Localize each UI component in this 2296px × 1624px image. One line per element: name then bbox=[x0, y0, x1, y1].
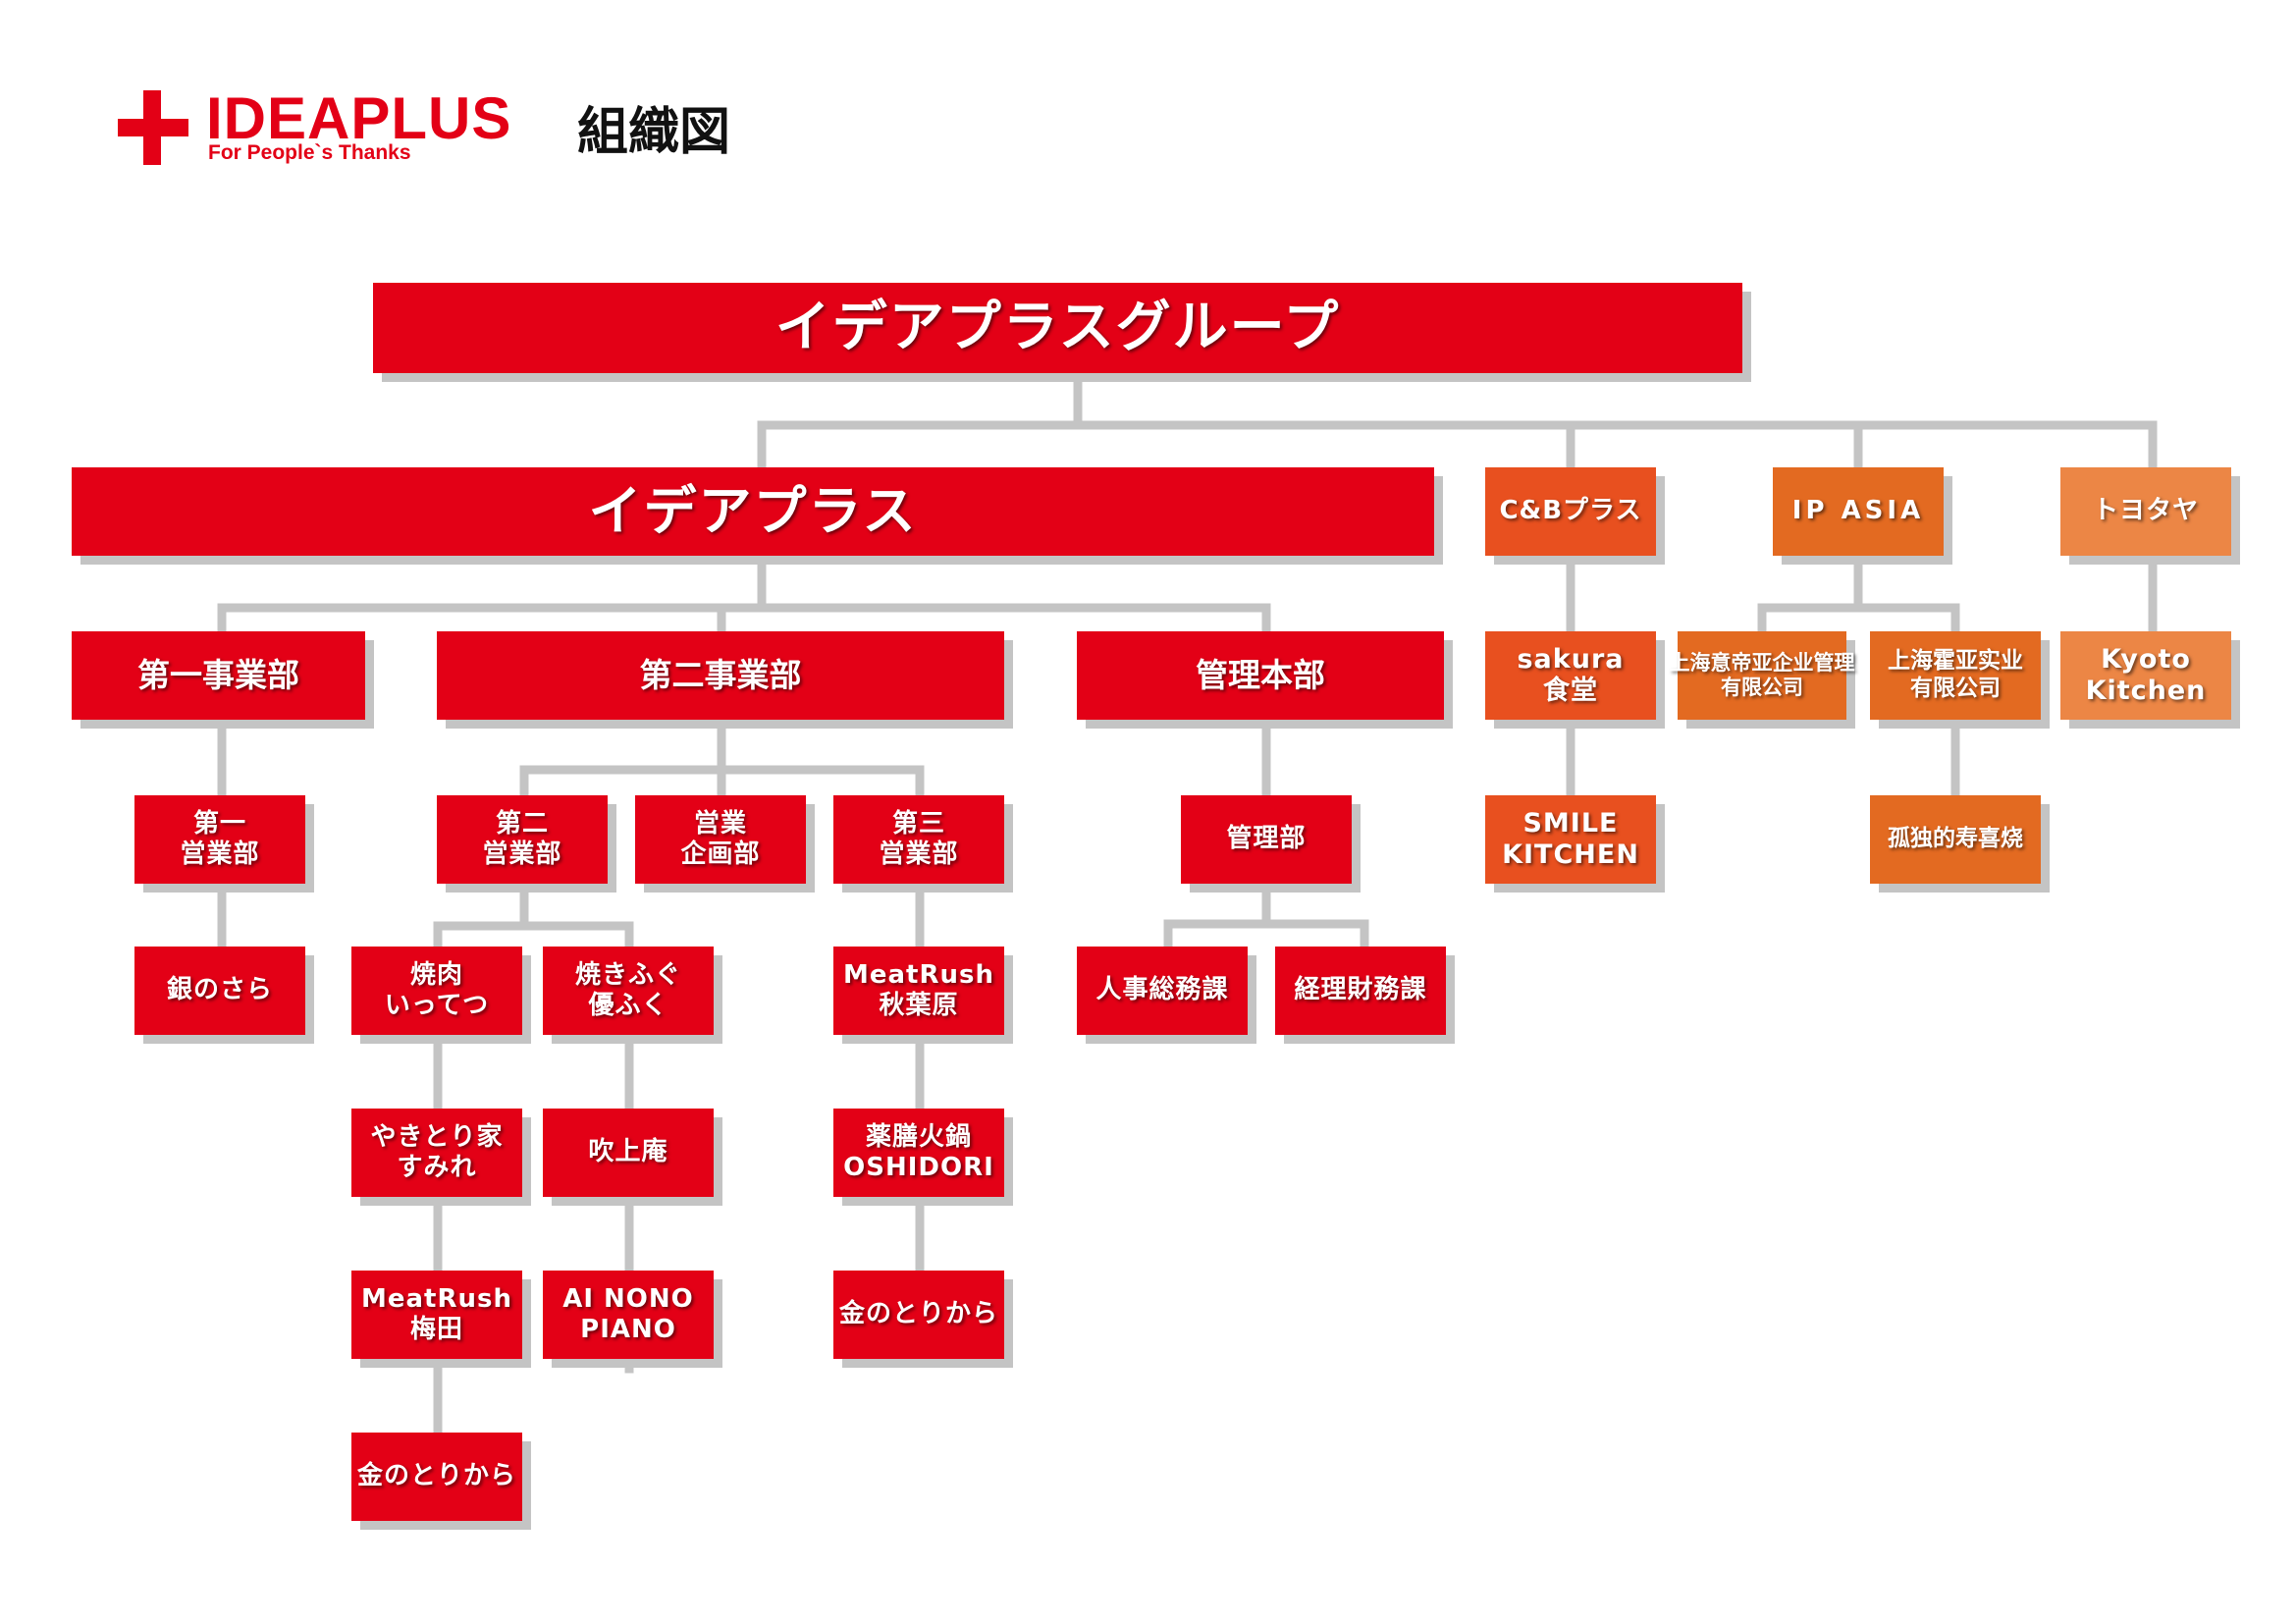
org-label: 有限公司 bbox=[1910, 676, 2001, 701]
org-label: SMILE bbox=[1522, 807, 1619, 839]
org-box-accounting-finance: 経理財務課 bbox=[1275, 947, 1446, 1035]
org-label: 上海霍亚实业 bbox=[1888, 648, 2023, 675]
org-label: Kitchen bbox=[2085, 676, 2207, 706]
org-box-admin-hq: 管理本部 bbox=[1077, 631, 1444, 720]
org-label: 人事総務課 bbox=[1095, 975, 1229, 1005]
org-box-ideaplus: イデアプラス bbox=[72, 467, 1434, 556]
org-label: 第一事業部 bbox=[137, 656, 299, 695]
org-box-shanghai-yidi: 上海意帝亚企业管理 有限公司 bbox=[1670, 631, 1855, 720]
org-box-yakitori-sumire: やきとり家 すみれ bbox=[351, 1109, 522, 1197]
org-box-admin-dept: 管理部 bbox=[1181, 795, 1352, 884]
org-label: MeatRush bbox=[843, 959, 994, 990]
org-box-kin-no-torikara: 金のとりから bbox=[833, 1271, 1004, 1359]
org-box-smile-kitchen: SMILE KITCHEN bbox=[1485, 795, 1656, 884]
org-label: 孤独的寿喜烧 bbox=[1888, 826, 2023, 852]
org-label: 焼肉 bbox=[409, 959, 463, 990]
org-label: 営業部 bbox=[482, 839, 562, 869]
org-label: 薬膳火鍋 bbox=[865, 1121, 972, 1152]
org-box-yakifugu-yufuku: 焼きふぐ 優ふく bbox=[543, 947, 714, 1035]
logo-tagline: For People`s Thanks bbox=[208, 141, 411, 164]
org-label: 営業部 bbox=[879, 839, 959, 869]
org-label: Kyoto bbox=[2101, 643, 2191, 675]
org-label: 焼きふぐ bbox=[574, 959, 681, 990]
org-box-kyoto-kitchen: Kyoto Kitchen bbox=[2060, 631, 2231, 720]
org-box-sales-2: 第二 営業部 bbox=[437, 795, 608, 884]
org-label: 第三 bbox=[891, 808, 945, 839]
org-label: 銀のさら bbox=[166, 975, 273, 1005]
ideaplus-logo: IDEAPLUS For People`s Thanks bbox=[118, 85, 609, 169]
org-label: 営業部 bbox=[180, 839, 260, 869]
org-label: 有限公司 bbox=[1721, 676, 1803, 699]
org-label: 第一 bbox=[192, 808, 246, 839]
org-label: 第二 bbox=[495, 808, 549, 839]
org-box-ai-nono-piano: AI NONO PIANO bbox=[543, 1271, 714, 1359]
logo-plus-notch bbox=[161, 136, 179, 154]
logo-wordmark: IDEAPLUS bbox=[206, 85, 512, 151]
org-box-division-2: 第二事業部 bbox=[437, 631, 1004, 720]
org-label: 金のとりから bbox=[356, 1461, 516, 1491]
org-label: トヨタヤ bbox=[2092, 496, 2199, 526]
org-box-yakiniku-ittetsu: 焼肉 いってつ bbox=[351, 947, 522, 1035]
org-box-sales-planning: 営業 企画部 bbox=[635, 795, 806, 884]
page-title: 組織図 bbox=[577, 103, 731, 162]
org-label: KITCHEN bbox=[1502, 839, 1639, 870]
org-label: 食堂 bbox=[1543, 676, 1598, 706]
org-label: 経理財務課 bbox=[1294, 975, 1427, 1005]
org-label: 管理本部 bbox=[1196, 656, 1325, 695]
org-label: いってつ bbox=[384, 991, 490, 1020]
org-box-shanghai-huoya: 上海霍亚实业 有限公司 bbox=[1870, 631, 2041, 720]
org-label: PIANO bbox=[580, 1315, 676, 1344]
org-label: 優ふく bbox=[588, 991, 668, 1020]
org-box-ip-asia: IP ASIA bbox=[1773, 467, 1944, 556]
org-label: sakura bbox=[1517, 643, 1625, 675]
org-label: 上海意帝亚企业管理 bbox=[1669, 650, 1855, 675]
org-label: MeatRush bbox=[361, 1283, 512, 1314]
org-label: OSHIDORI bbox=[843, 1153, 994, 1182]
org-label: 営業 bbox=[693, 808, 747, 839]
org-label: 管理部 bbox=[1226, 824, 1307, 854]
org-box-sales-1: 第一 営業部 bbox=[134, 795, 305, 884]
org-box-hr-general-affairs: 人事総務課 bbox=[1077, 947, 1248, 1035]
org-box-fukiagean: 吹上庵 bbox=[543, 1109, 714, 1197]
org-box-sakura-shokudo: sakura 食堂 bbox=[1485, 631, 1656, 720]
org-box-meatrush-umeda: MeatRush 梅田 bbox=[351, 1271, 522, 1359]
org-label: IP ASIA bbox=[1791, 496, 1925, 526]
org-label: C&Bプラス bbox=[1499, 496, 1642, 526]
org-box-kodoku-sukiyaki: 孤独的寿喜烧 bbox=[1870, 795, 2041, 884]
org-label: 企画部 bbox=[680, 839, 761, 869]
org-label: 吹上庵 bbox=[588, 1137, 668, 1167]
org-label: AI NONO bbox=[562, 1283, 694, 1314]
org-label: イデアプラス bbox=[588, 479, 918, 542]
org-box-division-1: 第一事業部 bbox=[72, 631, 365, 720]
org-box-gin-no-sara: 銀のさら bbox=[134, 947, 305, 1035]
org-label: 梅田 bbox=[409, 1315, 463, 1344]
org-label: 第二事業部 bbox=[639, 656, 802, 695]
org-label: 秋葉原 bbox=[879, 991, 959, 1020]
org-label: すみれ bbox=[397, 1153, 477, 1182]
org-box-yakuzen-oshidori: 薬膳火鍋 OSHIDORI bbox=[833, 1109, 1004, 1197]
logo-plus-bar bbox=[118, 119, 188, 136]
org-label: イデアプラスグループ bbox=[774, 296, 1341, 360]
org-box-cb-plus: C&Bプラス bbox=[1485, 467, 1656, 556]
org-box-meatrush-akihabara: MeatRush 秋葉原 bbox=[833, 947, 1004, 1035]
org-box-toyotaya: トヨタヤ bbox=[2060, 467, 2231, 556]
org-box-ideaplus-group: イデアプラスグループ bbox=[373, 283, 1742, 373]
org-label: やきとり家 bbox=[370, 1121, 504, 1152]
org-label: 金のとりから bbox=[838, 1299, 998, 1329]
org-box-kin-no-torikara: 金のとりから bbox=[351, 1433, 522, 1521]
org-box-sales-3: 第三 営業部 bbox=[833, 795, 1004, 884]
